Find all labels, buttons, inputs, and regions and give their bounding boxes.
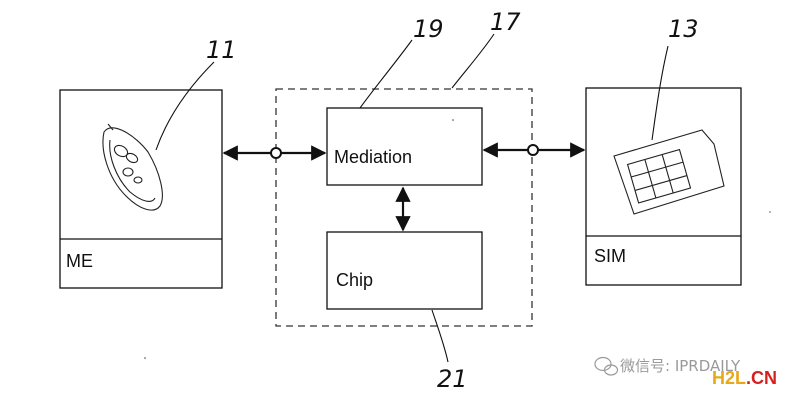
sim-box: SIM bbox=[585, 87, 742, 286]
wechat-icon bbox=[594, 356, 619, 376]
arrow-mediation-sim bbox=[482, 142, 586, 158]
mobile-phone-icon bbox=[102, 123, 163, 211]
interface-node-left bbox=[270, 147, 282, 159]
interface-node-right bbox=[527, 144, 539, 156]
me-box: ME bbox=[59, 89, 223, 289]
device-dashed-box bbox=[275, 88, 533, 327]
mediation-box: Mediation bbox=[326, 107, 483, 186]
chip-box: Chip bbox=[326, 231, 483, 310]
chip-label: Chip bbox=[336, 270, 373, 290]
leader-21 bbox=[431, 309, 449, 363]
ref-21: 21 bbox=[437, 365, 468, 393]
arrow-me-mediation bbox=[222, 145, 327, 161]
ref-19: 19 bbox=[413, 15, 444, 43]
brand-logo: H2L.CN bbox=[712, 368, 777, 388]
ref-17: 17 bbox=[490, 8, 521, 36]
leader-17 bbox=[451, 33, 495, 89]
brand-part2: .CN bbox=[746, 368, 777, 388]
ref-13: 13 bbox=[668, 15, 699, 43]
wechat-id-text: 微信号: IPRDAILY bbox=[620, 357, 741, 375]
leader-13 bbox=[651, 45, 669, 141]
me-label: ME bbox=[66, 251, 93, 271]
brand-part1: H2L bbox=[712, 368, 746, 388]
watermark: 微信号: IPRDAILY H2L.CN bbox=[594, 356, 777, 388]
leader-19 bbox=[359, 39, 413, 109]
ref-11: 11 bbox=[206, 36, 237, 64]
mediation-label: Mediation bbox=[334, 147, 412, 167]
sim-card-icon bbox=[613, 129, 725, 215]
leader-11 bbox=[155, 61, 215, 151]
sim-label: SIM bbox=[594, 246, 626, 266]
